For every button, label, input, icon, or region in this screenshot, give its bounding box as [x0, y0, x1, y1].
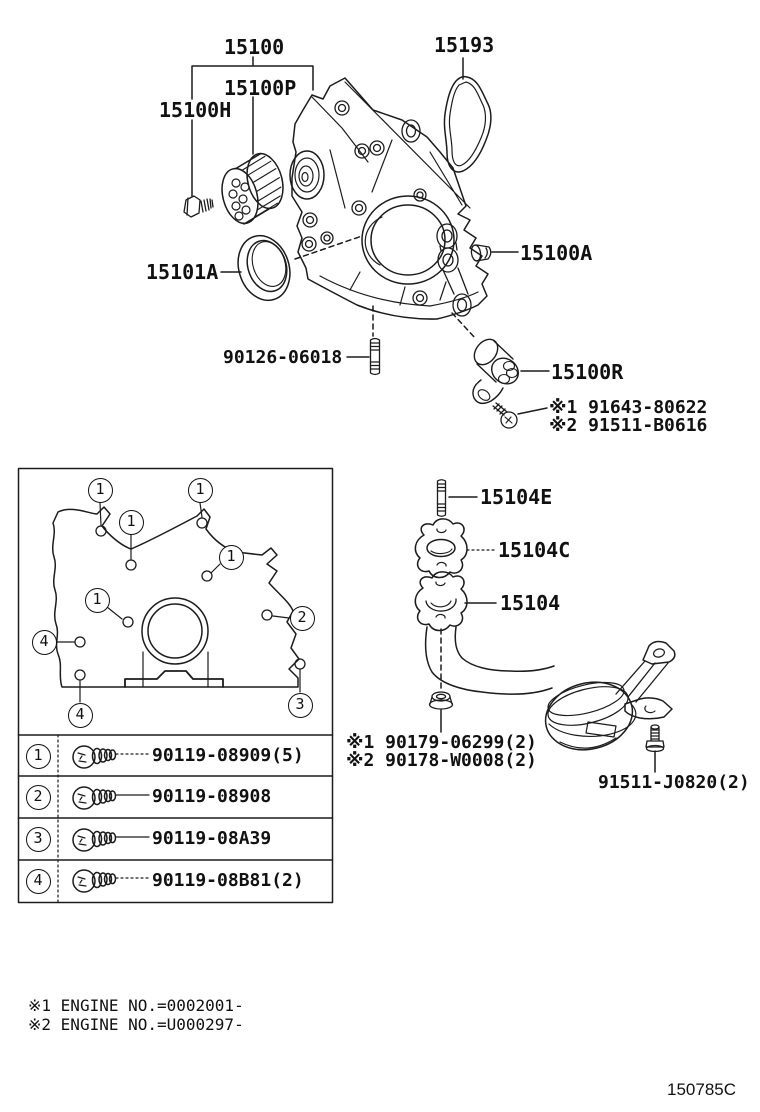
- callout-circle-3: 3: [287, 692, 313, 718]
- part-label-15101A: 15101A: [146, 260, 219, 284]
- oil-pump-assembly-drawing: [183, 56, 550, 429]
- table-row-num: 3: [25, 826, 51, 852]
- part-label-15100: 15100: [224, 35, 285, 59]
- callout-circle-1: 1: [84, 587, 110, 613]
- part-note-91511-B0616: ※2 91511-B0616: [549, 415, 708, 436]
- part-label-15100R: 15100R: [551, 360, 624, 384]
- oil-strainer-drawing: [414, 479, 676, 773]
- part-label-15100P: 15100P: [224, 76, 297, 100]
- part-label-91511-J0820: 91511-J0820(2): [598, 772, 750, 793]
- sheet-code: 150785C: [667, 1080, 737, 1099]
- part-note-90178-W0008: ※2 90178-W0008(2): [346, 750, 537, 771]
- part-label-15193: 15193: [434, 33, 495, 57]
- footnote-engine-no-2: ※2 ENGINE NO.=U000297-: [28, 1015, 244, 1034]
- callout-circle-2: 2: [289, 605, 315, 631]
- table-row-num: 1: [25, 743, 51, 769]
- table-part-number: 90119-08909(5): [152, 745, 304, 766]
- table-row-num: 2: [25, 784, 51, 810]
- part-label-90126-06018: 90126-06018: [223, 347, 343, 368]
- bolt-location-inset: [17, 467, 334, 904]
- callout-circle-1: 1: [187, 477, 213, 503]
- callout-circle-1: 1: [87, 477, 113, 503]
- table-part-number: 90119-08B81(2): [152, 870, 304, 891]
- callout-circle-4: 4: [67, 702, 93, 728]
- part-label-15104: 15104: [500, 591, 561, 615]
- part-label-15100H: 15100H: [159, 98, 232, 122]
- part-label-15100A: 15100A: [520, 241, 593, 265]
- callout-circle-4: 4: [31, 629, 57, 655]
- table-part-number: 90119-08908: [152, 786, 272, 807]
- callout-circle-1: 1: [118, 509, 144, 535]
- callout-circle-1: 1: [218, 544, 244, 570]
- part-label-15104E: 15104E: [480, 485, 553, 509]
- table-row-num: 4: [25, 868, 51, 894]
- footnote-engine-no-1: ※1 ENGINE NO.=0002001-: [28, 996, 244, 1015]
- table-part-number: 90119-08A39: [152, 828, 272, 849]
- part-note-90179-06299: ※1 90179-06299(2): [346, 732, 537, 753]
- part-note-91643-80622: ※1 91643-80622: [549, 397, 708, 418]
- part-label-15104C: 15104C: [498, 538, 571, 562]
